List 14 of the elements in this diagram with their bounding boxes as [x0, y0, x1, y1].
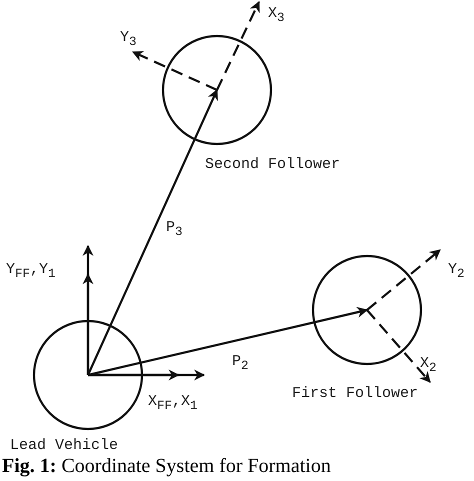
axis-label: Y$_{FF}$,Y$_{1}$ — [6, 262, 56, 280]
position-vector — [88, 306, 368, 376]
position-vector — [87, 89, 218, 376]
vehicle-name: Second Follower — [205, 157, 340, 172]
edge-label: P$_{3}$ — [166, 220, 183, 238]
edge-label: P$_{2}$ — [232, 354, 249, 372]
figure-caption: Fig. 1: Coordinate System for Formation — [2, 455, 331, 477]
vehicle-name: First Follower — [292, 386, 418, 401]
axis-label: Y$_{2}$ — [448, 262, 465, 280]
vehicle-name: Lead Vehicle — [10, 438, 118, 453]
axis-label: X$_{FF}$,X$_{1}$ — [148, 394, 198, 412]
axis-label: X$_{3}$ — [268, 6, 285, 24]
axis-label: X$_{2}$ — [420, 356, 437, 374]
axis-label: Y$_{3}$ — [120, 30, 137, 48]
